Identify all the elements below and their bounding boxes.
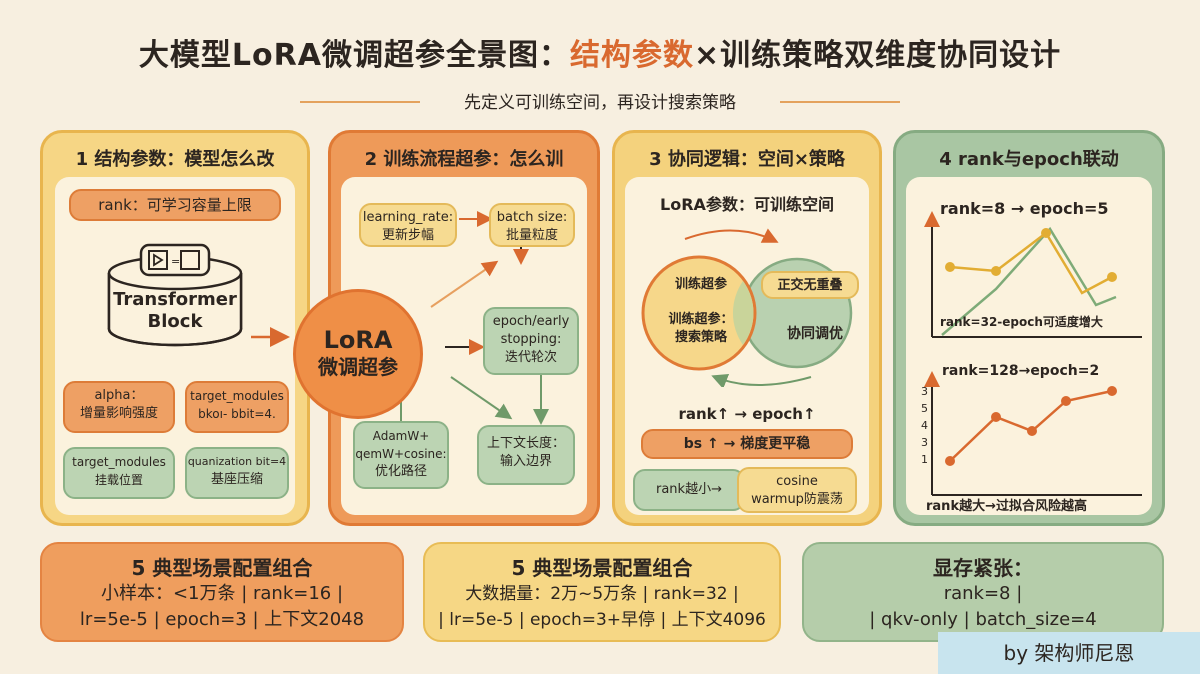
- block-to-lora-arrow: [251, 327, 290, 347]
- rule-rank-epoch: rank↑ → epoch↑: [678, 405, 816, 423]
- panel-rank-epoch: 4 rank与epoch联动 rank=8 → epoch=5 rank=32-…: [893, 130, 1165, 526]
- trainable-space-label: LoRA参数：可训练空间: [660, 195, 834, 214]
- subtitle: 先定义可训练空间，再设计搜索策略: [464, 93, 736, 113]
- venn-left-label: 训练超参： 搜索策略: [668, 312, 734, 345]
- panel3-body: LoRA参数：可训练空间 训练超参 训练超参： 搜索策略 正交无重叠 协同调优 …: [625, 177, 869, 515]
- learning-rate-box: learning_rate: 更新步幅: [359, 203, 457, 247]
- epoch-box: epoch/early stopping: 迭代轮次: [483, 307, 579, 375]
- panel2-arrows: [400, 211, 549, 425]
- panel4-title: 4 rank与epoch联动: [939, 149, 1119, 170]
- panel2-title: 2 训练流程超参：怎么训: [364, 149, 564, 170]
- panel-synergy: 3 协同逻辑：空间×策略 LoRA参数：可训练空间 训练超参 训练超参： 搜索策…: [612, 130, 882, 526]
- panel3-title: 3 协同逻辑：空间×策略: [649, 149, 845, 170]
- target-modules-box-2: target_modules 挂载位置: [63, 447, 175, 499]
- rule-cosine-warmup: cosine warmup防震荡: [737, 467, 857, 513]
- panel4-body: rank=8 → epoch=5 rank=32-epoch可适度增大 rank…: [906, 177, 1152, 515]
- lora-hyperparams-circle: LoRA 微调超参: [293, 289, 423, 419]
- scenario-small-sample: 5 典型场景配置组合 小样本：<1万条 | rank=16 | lr=5e-5 …: [40, 542, 404, 642]
- subtitle-rule-left: [300, 101, 420, 103]
- chart2-label: rank=128→epoch=2: [942, 363, 1100, 379]
- venn-diagram: [641, 228, 853, 387]
- author-signature: by 架构师尼恩: [938, 632, 1200, 674]
- chart1-note: rank=32-epoch可适度增大: [940, 315, 1103, 329]
- quantization-box: quanization bit=4 基座压缩: [185, 447, 289, 499]
- chart2-ticks: 3 5 4 3 1: [921, 385, 928, 466]
- rule-small-rank: rank越小→: [633, 469, 745, 511]
- venn-right-label: 协同调优: [787, 326, 843, 342]
- panel-training-params: 2 训练流程超参：怎么训 learning_rate: 更新步幅 batch s…: [293, 130, 600, 526]
- svg-text:=: =: [171, 255, 180, 268]
- panel1-body: rank：可学习容量上限 = Transformer Block alpha： …: [55, 177, 295, 515]
- venn-left-top: 训练超参: [674, 277, 727, 292]
- context-length-box: 上下文长度： 输入边界: [477, 425, 575, 485]
- page-title: 大模型LoRA微调超参全景图：结构参数×训练策略双维度协同设计: [138, 38, 1062, 73]
- rule-batch-size: bs ↑ → 梯度更平稳: [641, 429, 853, 459]
- transformer-block-icon: =: [107, 243, 243, 347]
- chart2-note: rank越大→过拟合风险越高: [926, 499, 1087, 514]
- target-modules-box-1: target_modules bkoı- bbit=4.: [185, 381, 289, 433]
- title-highlight: 结构参数: [569, 38, 694, 73]
- batch-size-box: batch size: 批量粒度: [489, 203, 575, 247]
- rank-epoch-charts: [924, 211, 1142, 496]
- overlap-label: 正交无重叠: [761, 271, 859, 299]
- optimizer-box: AdamW+ qemW+cosine: 优化路径: [353, 421, 449, 489]
- transformer-block-label: Transformer Block: [113, 289, 237, 332]
- panel2-body: learning_rate: 更新步幅 batch size: 批量粒度 LoR…: [293, 177, 587, 515]
- scenario-large-data: 5 典型场景配置组合 大数据量：2万~5万条 | rank=32 | | lr=…: [423, 542, 781, 642]
- chart1-label: rank=8 → epoch=5: [940, 199, 1109, 218]
- panel1-title: 1 结构参数：模型怎么改: [75, 149, 275, 170]
- rank-box: rank：可学习容量上限: [69, 189, 281, 221]
- alpha-box: alpha： 增量影响强度: [63, 381, 175, 433]
- panel-structure-params: 1 结构参数：模型怎么改 rank：可学习容量上限 = Transformer …: [40, 130, 310, 526]
- subtitle-rule-right: [780, 101, 900, 103]
- scenario-low-memory: 显存紧张： rank=8 | | qkv-only | batch_size=4: [802, 542, 1164, 642]
